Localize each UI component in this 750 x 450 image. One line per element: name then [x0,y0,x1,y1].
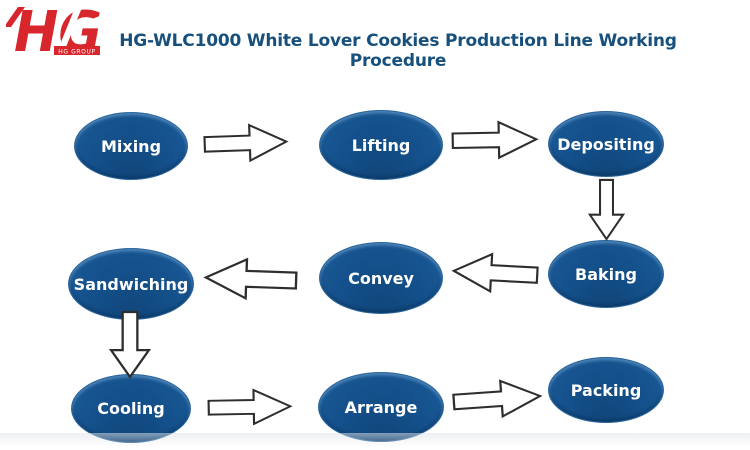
arrow-left-icon [203,257,298,301]
flow-node-packing: Packing [548,357,664,423]
arrow-right-icon [451,120,539,160]
flow-node-mixing: Mixing [74,112,188,180]
hg-group-logo-icon: HG HG GROUP [6,5,102,57]
flow-node-depositing: Depositing [548,111,664,177]
arrow-right-icon [452,379,543,419]
flow-node-arrange: Arrange [318,372,444,442]
flow-node-label: Depositing [557,134,655,154]
flow-node-sandwiching: Sandwiching [68,248,194,320]
arrow-right-icon [207,388,293,426]
flow-node-label: Cooling [97,399,165,418]
arrow-right-icon [203,123,289,163]
flow-node-label: Mixing [100,136,162,156]
flow-node-label: Lifting [351,135,411,155]
arrow-left-icon [451,252,539,294]
flow-node-label: Baking [575,264,637,284]
logo-subtext: HG GROUP [58,48,95,55]
flow-node-label: Convey [348,268,414,288]
flow-node-baking: Baking [548,240,664,308]
flow-node-cooling: Cooling [71,374,191,443]
flow-node-label: Packing [570,380,642,400]
arrow-down-icon [108,310,152,379]
flow-node-convey: Convey [319,242,443,314]
page-title: HG-WLC1000 White Lover Cookies Productio… [119,31,677,71]
flow-node-label: Sandwiching [73,274,189,294]
arrow-down-icon [587,178,626,241]
flow-node-label: Arrange [344,397,418,417]
flow-node-lifting: Lifting [319,110,443,180]
